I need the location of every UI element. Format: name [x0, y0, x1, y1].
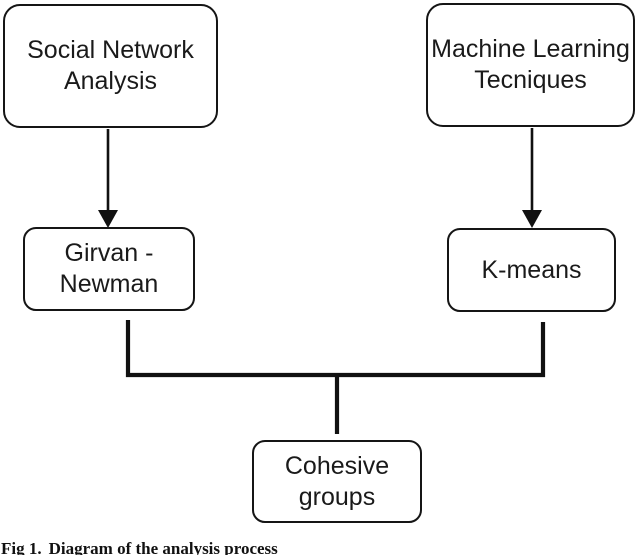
edge-merge-bracket — [125, 320, 546, 434]
node-girvan-newman-label: Girvan - Newman — [59, 239, 159, 298]
node-machine-learning-techniques-label: Machine Learning Tecniques — [431, 35, 630, 94]
figure-caption-number: Fig 1. — [1, 539, 42, 555]
node-social-network-analysis: Social Network Analysis — [3, 4, 218, 128]
edge-mlt-to-kmeans-arrow — [522, 128, 542, 228]
figure-caption: Fig 1. Diagram of the analysis process — [1, 539, 278, 555]
figure-caption-text: Diagram of the analysis process — [48, 539, 278, 555]
node-girvan-newman: Girvan - Newman — [23, 227, 195, 311]
node-k-means: K-means — [447, 228, 616, 312]
node-cohesive-groups: Cohesive groups — [252, 440, 422, 523]
node-cohesive-groups-label: Cohesive groups — [284, 451, 390, 511]
node-social-network-analysis-label: Social Network Analysis — [27, 36, 194, 95]
edge-sna-to-girvan-newman-arrow — [98, 129, 118, 228]
node-machine-learning-techniques: Machine Learning Tecniques — [426, 3, 635, 127]
node-k-means-label: K-means — [481, 255, 582, 284]
